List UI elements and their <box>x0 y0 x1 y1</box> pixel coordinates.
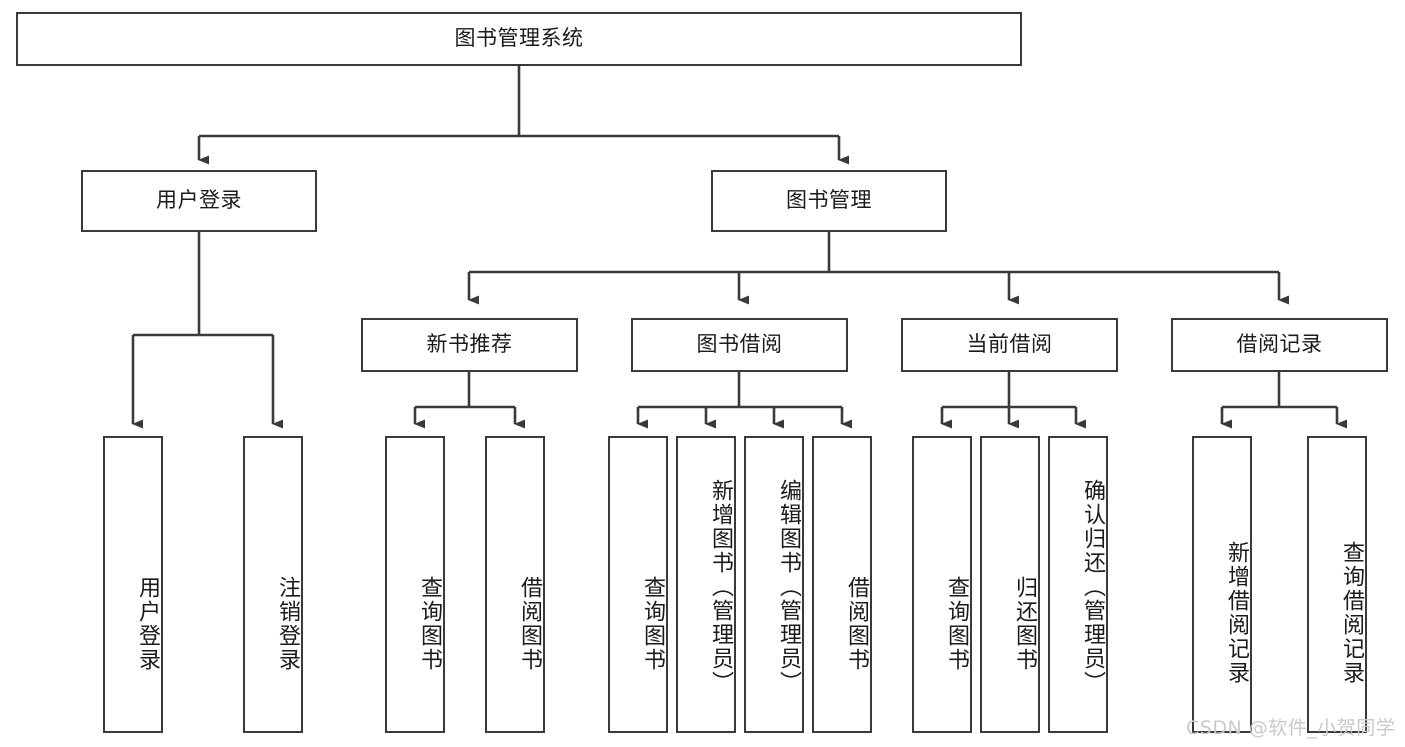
node-book-borrow[interactable]: 图书借阅 <box>631 318 848 372</box>
leaf-query-record-label: 查询借阅记录 <box>1339 540 1364 685</box>
leaf-add-record[interactable]: 新增借阅记录 <box>1192 436 1252 733</box>
leaf-query-book-1[interactable]: 查询图书 <box>385 436 445 733</box>
node-user-login[interactable]: 用户登录 <box>81 170 317 232</box>
leaf-query-record[interactable]: 查询借阅记录 <box>1307 436 1367 733</box>
node-book-manage-label: 图书管理 <box>786 188 872 213</box>
leaf-confirm-return[interactable]: 确认归还（管理员） <box>1048 436 1108 733</box>
leaf-confirm-return-label: 确认归还（管理员） <box>1080 478 1105 695</box>
leaf-logout-label: 注销登录 <box>275 575 300 672</box>
leaf-query-book-1-label: 查询图书 <box>417 575 442 672</box>
leaf-return-book[interactable]: 归还图书 <box>980 436 1040 733</box>
leaf-query-book-3-label: 查询图书 <box>944 575 969 672</box>
leaf-logout[interactable]: 注销登录 <box>243 436 303 733</box>
node-current-borrow-label: 当前借阅 <box>966 332 1053 357</box>
leaf-return-book-label: 归还图书 <box>1012 575 1037 672</box>
leaf-query-book-2-label: 查询图书 <box>640 575 665 672</box>
node-borrow-record[interactable]: 借阅记录 <box>1171 318 1388 372</box>
leaf-borrow-book-2-label: 借阅图书 <box>844 575 869 672</box>
leaf-borrow-book-1-label: 借阅图书 <box>517 575 542 672</box>
leaf-user-login-label: 用户登录 <box>135 575 160 672</box>
node-book-borrow-label: 图书借阅 <box>696 332 783 357</box>
node-current-borrow[interactable]: 当前借阅 <box>901 318 1118 372</box>
csdn-watermark: CSDN @软件_小贺同学 <box>1186 717 1396 739</box>
node-user-login-label: 用户登录 <box>156 188 242 213</box>
node-book-manage[interactable]: 图书管理 <box>711 170 947 232</box>
leaf-edit-book-label: 编辑图书（管理员） <box>776 478 801 695</box>
node-root-label: 图书管理系统 <box>454 26 584 51</box>
node-borrow-record-label: 借阅记录 <box>1236 332 1323 357</box>
leaf-borrow-book-2[interactable]: 借阅图书 <box>812 436 872 733</box>
leaf-user-login[interactable]: 用户登录 <box>103 436 163 733</box>
leaf-borrow-book-1[interactable]: 借阅图书 <box>485 436 545 733</box>
leaf-add-book[interactable]: 新增图书（管理员） <box>676 436 736 733</box>
leaf-query-book-2[interactable]: 查询图书 <box>608 436 668 733</box>
node-root[interactable]: 图书管理系统 <box>16 12 1022 66</box>
node-new-book-recommend-label: 新书推荐 <box>426 332 513 357</box>
leaf-add-record-label: 新增借阅记录 <box>1224 540 1249 685</box>
leaf-query-book-3[interactable]: 查询图书 <box>912 436 972 733</box>
leaf-add-book-label: 新增图书（管理员） <box>708 478 733 695</box>
leaf-edit-book[interactable]: 编辑图书（管理员） <box>744 436 804 733</box>
node-new-book-recommend[interactable]: 新书推荐 <box>361 318 578 372</box>
